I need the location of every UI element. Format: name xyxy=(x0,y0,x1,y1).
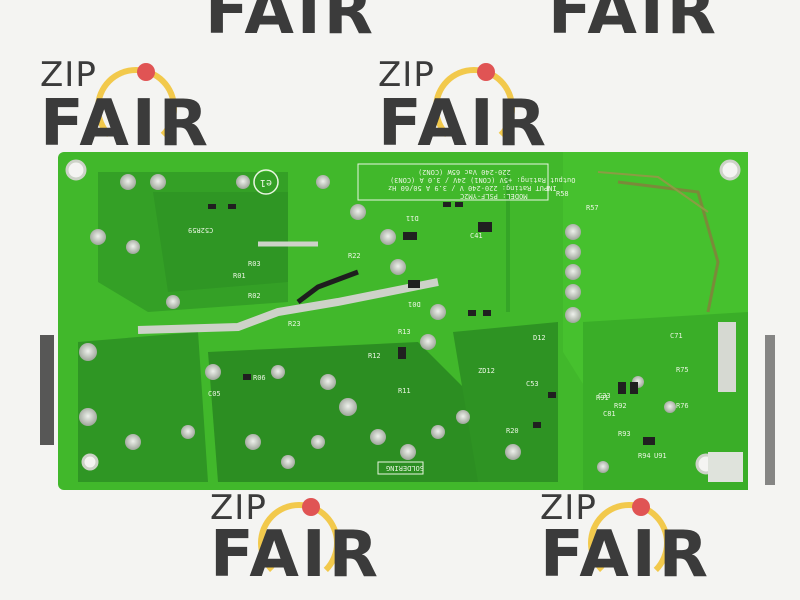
silkscreen-soldering: SOLDERING xyxy=(386,464,424,472)
rating-label-box xyxy=(357,163,549,201)
watermark-fair-text: FAIR xyxy=(548,0,719,49)
mask-region xyxy=(153,192,288,292)
logo-ring-icon xyxy=(588,502,670,584)
silkscreen-input-rating: INPUT Rating: 220-240 V / 3.9 A 50/60 Hz xyxy=(388,184,557,192)
refdes-label: R91 xyxy=(596,394,609,402)
refdes-label: C33 xyxy=(598,392,611,400)
logo-ring-icon xyxy=(433,67,515,149)
solder-arrow-box xyxy=(377,461,424,475)
mounting-hole xyxy=(719,159,741,181)
refdes-label: R06 xyxy=(253,374,266,382)
refdes-label: R93 xyxy=(618,430,631,438)
refdes-label: R57 xyxy=(586,204,599,212)
refdes-label: R13 xyxy=(398,328,411,336)
connector-pins xyxy=(718,322,736,392)
trace xyxy=(296,269,359,304)
refdes-label: C05 xyxy=(208,390,221,398)
trace xyxy=(617,180,720,313)
pcb-board: MODEL: PSLF-YM2C INPUT Rating: 220-240 V… xyxy=(58,152,748,490)
logo-dot-icon xyxy=(302,498,320,516)
refdes-label: R58 xyxy=(556,190,569,198)
refdes-label: C41 xyxy=(470,232,483,240)
refdes-label: C81 xyxy=(603,410,616,418)
refdes-label: R22 xyxy=(348,252,361,260)
refdes-label: R94 xyxy=(638,452,651,460)
mask-region xyxy=(453,322,558,482)
watermark-logo-2: ZIP FAIR xyxy=(378,55,578,161)
refdes-label: R75 xyxy=(676,366,689,374)
edge-trim xyxy=(708,452,743,482)
watermark-side-left xyxy=(40,335,54,445)
refdes-label: D01 xyxy=(408,300,421,308)
watermark-fair-text: FAIR xyxy=(40,87,211,161)
watermark-fair-text: FAIR xyxy=(210,518,381,592)
logo-ring-icon xyxy=(258,502,340,584)
trace xyxy=(597,171,709,213)
refdes-label: C71 xyxy=(670,332,683,340)
refdes-label: R76 xyxy=(676,402,689,410)
mounting-hole xyxy=(81,453,99,471)
solder-pads xyxy=(79,174,676,473)
refdes-label: R23 xyxy=(288,320,301,328)
refdes-label: R01 xyxy=(233,272,246,280)
refdes-label: R11 xyxy=(398,387,411,395)
watermark-fair-text: FAIR xyxy=(540,518,711,592)
logo-ring-icon xyxy=(95,67,177,149)
refdes-label: ZD12 xyxy=(478,367,495,375)
logo-dot-icon xyxy=(632,498,650,516)
logo-dot-icon xyxy=(477,63,495,81)
watermark-zip-text: ZIP xyxy=(378,55,435,95)
refdes-label: R02 xyxy=(248,292,261,300)
watermark-fair-text: FAIR xyxy=(378,87,549,161)
mask-region xyxy=(78,332,208,482)
mask-region xyxy=(583,312,748,490)
pcb-board-artwork xyxy=(58,152,748,490)
watermark-zip-text: ZIP xyxy=(40,55,97,95)
refdes-label: C53 xyxy=(526,380,539,388)
refdes-label: R20 xyxy=(506,427,519,435)
refdes-label: R03 xyxy=(248,260,261,268)
refdes-label: R12 xyxy=(368,352,381,360)
silkscreen-rating-2: 220-240 Vac 65W (CON2) xyxy=(418,168,511,176)
watermark-side-right xyxy=(765,335,775,485)
refdes-label: R92 xyxy=(614,402,627,410)
watermark-zip-text: ZIP xyxy=(210,488,267,528)
watermark-zip-text: ZIP xyxy=(540,488,597,528)
refdes-label: U91 xyxy=(654,452,667,460)
mounting-hole xyxy=(65,159,87,181)
trace xyxy=(137,278,439,334)
watermark-logo-4: ZIP FAIR xyxy=(540,480,740,600)
cert-mark-circle xyxy=(253,169,279,195)
silkscreen-output-rating: Output Rating: +5V (CON1) 24V / 3.0 A (C… xyxy=(390,176,576,184)
silkscreen-model: MODEL: PSLF-YM2C xyxy=(460,192,528,200)
silkscreen-cert-mark: e1 xyxy=(260,177,273,188)
refdes-label: D11 xyxy=(406,214,419,222)
smd-components xyxy=(208,202,655,445)
watermark-logo-3: ZIP FAIR xyxy=(210,480,410,600)
watermark-fair-text: FAIR xyxy=(205,0,376,49)
watermark-logo-1: ZIP FAIR xyxy=(40,55,240,161)
logo-dot-icon xyxy=(137,63,155,81)
refdes-label: C52R59 xyxy=(188,226,214,234)
refdes-label: D12 xyxy=(533,334,546,342)
